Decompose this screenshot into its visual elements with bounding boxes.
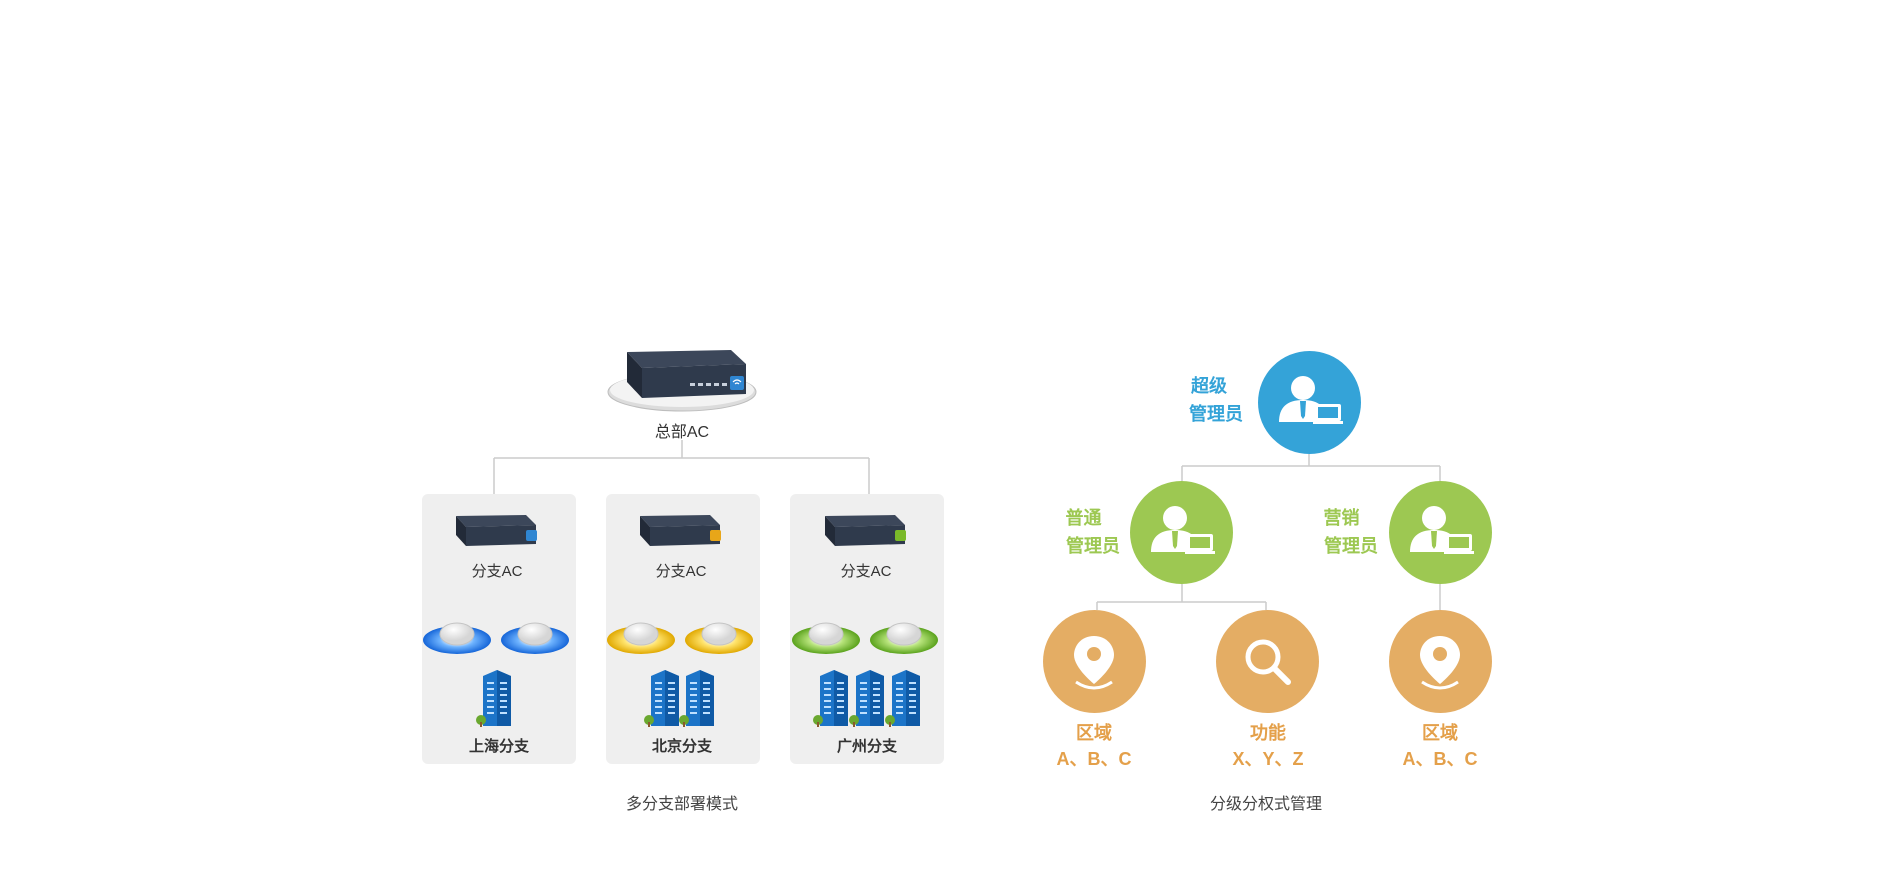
branch-name-guangzhou: 广州分支 [836,738,898,755]
branch-ac-label-shanghai: 分支AC [471,563,523,580]
ap-guangzhou-2 [870,622,938,654]
wifi-icon [895,530,906,541]
branch-ac-beijing [640,515,721,546]
left-caption: 多分支部署模式 [625,796,739,813]
branch-name-beijing: 北京分支 [651,738,713,755]
super-admin-label: 超级 管理员 [1163,372,1243,428]
search-icon [1248,642,1288,682]
normal-admin-connector [1096,583,1267,610]
hq-connector [493,440,870,494]
ap-shanghai-1 [423,622,491,654]
ap-beijing-2 [685,622,753,654]
super-admin-connector [1181,454,1441,481]
branch-name-shanghai: 上海分支 [468,738,530,755]
branch-ac-label-guangzhou: 分支AC [840,563,892,580]
marketing-admin-label-line2: 管理员 [1324,536,1378,556]
branch-ac-shanghai [456,515,537,546]
permission-label-region-2: 区域 A、B、C [1380,720,1500,772]
location-pin-icon [1418,634,1462,690]
wifi-icon [526,530,537,541]
branch-ac-label-beijing: 分支AC [655,563,707,580]
admin-user-icon [1151,506,1215,554]
wifi-icon [710,530,721,541]
permission-label-function: 功能 X、Y、Z [1208,720,1328,772]
permission-label-region-1: 区域 A、B、C [1034,720,1154,772]
permission-region-2-title: 区域 [1422,723,1458,743]
permission-region-1-values: A、B、C [1056,749,1132,769]
right-caption: 分级分权式管理 [1209,796,1323,813]
admin-user-icon [1410,506,1474,554]
admin-user-icon [1279,376,1343,424]
branch-ac-guangzhou [825,515,906,546]
marketing-admin-label: 营销 管理员 [1293,504,1379,560]
hq-ac-label: 总部AC [654,424,710,441]
normal-admin-label-line2: 管理员 [1066,536,1120,556]
normal-admin-label-line1: 普通 [1065,508,1102,528]
ap-shanghai-2 [501,622,569,654]
normal-admin-label: 普通 管理员 [1035,504,1121,560]
location-pin-icon [1072,634,1116,690]
ap-beijing-1 [607,622,675,654]
permission-region-2-values: A、B、C [1402,749,1478,769]
permission-function-values: X、Y、Z [1232,749,1304,769]
permission-region-1-title: 区域 [1076,723,1112,743]
permission-node-function [1216,610,1319,713]
marketing-admin-label-line1: 营销 [1323,508,1360,528]
super-admin-label-line1: 超级 [1191,376,1227,396]
super-admin-label-line2: 管理员 [1189,404,1243,424]
permission-function-title: 功能 [1250,723,1286,743]
ap-guangzhou-1 [792,622,860,654]
